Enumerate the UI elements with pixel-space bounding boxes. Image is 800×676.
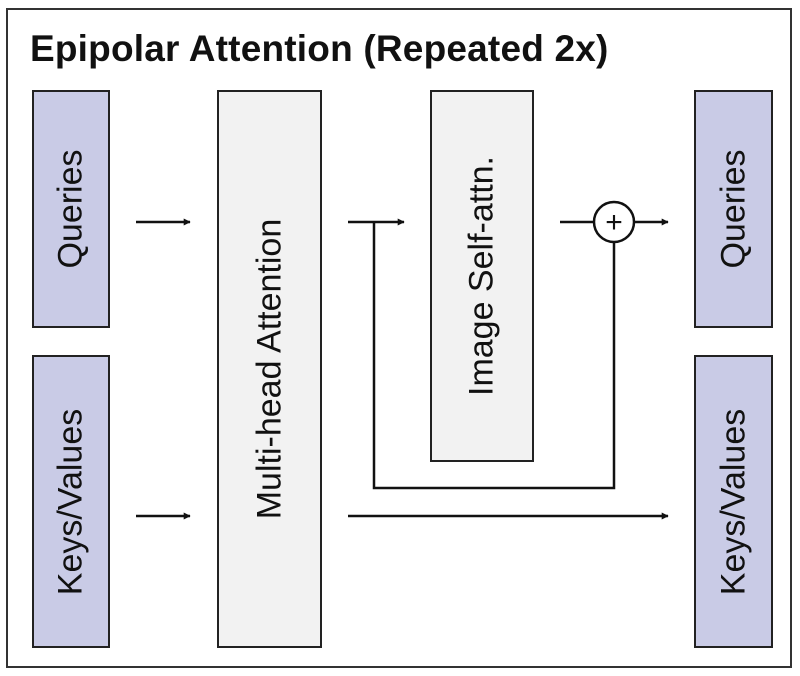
output-keys-values-block: Keys/Values [694, 355, 773, 648]
sum-symbol: + [605, 206, 623, 239]
diagram-frame [6, 8, 792, 668]
multi-head-attention-block: Multi-head Attention [217, 90, 322, 648]
residual-skip-line [372, 222, 616, 490]
image-self-attn-block: Image Self-attn. [430, 90, 534, 462]
diagram-title: Epipolar Attention (Repeated 2x) [30, 28, 609, 69]
output-queries-block: Queries [694, 90, 773, 328]
input-queries-block: Queries [32, 90, 110, 328]
input-keys-values-block: Keys/Values [32, 355, 110, 648]
